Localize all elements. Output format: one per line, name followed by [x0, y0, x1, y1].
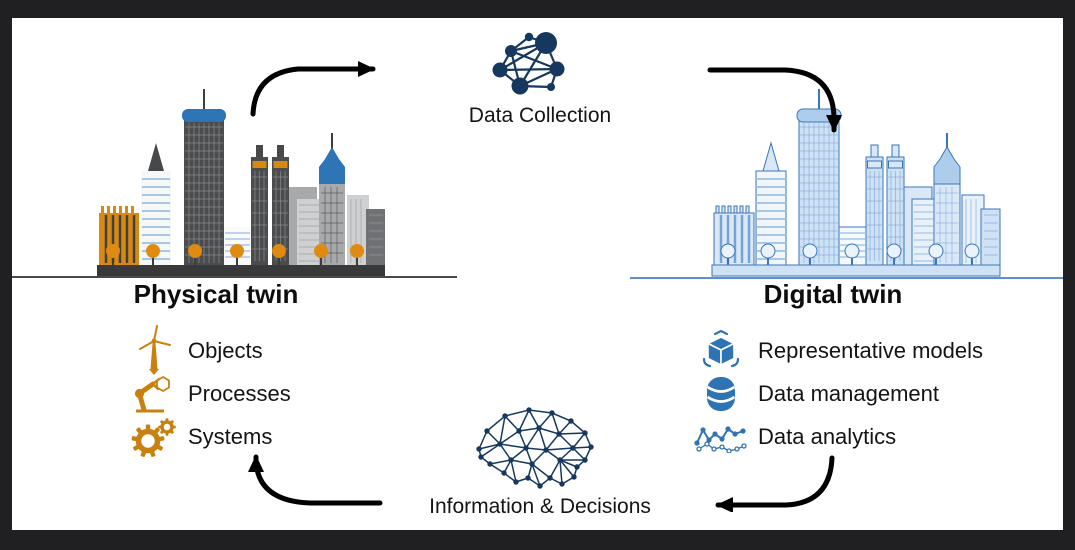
digital-twin-title: Digital twin [763, 279, 903, 309]
gears-icon [128, 416, 180, 458]
list-item-label: Data analytics [758, 424, 897, 449]
line-chart-nodes-icon [692, 421, 750, 453]
arrow-data-collection-to-digital [707, 67, 842, 133]
list-item: Objects [128, 324, 263, 378]
diagram-canvas: Data Collection Physical twin Digital tw… [12, 18, 1063, 530]
list-item-label: Data management [758, 381, 939, 406]
list-item: Systems [128, 413, 272, 461]
brain-network-icon [476, 407, 594, 489]
database-icon [692, 373, 750, 415]
network-graph-icon [492, 32, 565, 95]
information-decisions-label: Information & Decisions [429, 495, 651, 518]
list-item-label: Processes [188, 381, 291, 406]
robot-arm-icon [128, 373, 180, 415]
physical-ground-line [12, 276, 457, 278]
digital-ground-line [630, 277, 1063, 279]
list-item: Processes [128, 370, 291, 418]
list-item-label: Representative models [758, 338, 984, 363]
wind-turbine-icon [128, 324, 180, 378]
data-collection-label: Data Collection [468, 104, 612, 127]
list-item: Representative models [692, 327, 983, 375]
arrow-decisions-to-physical [248, 454, 383, 506]
physical-twin-title: Physical twin [133, 279, 299, 309]
list-item: Data analytics [692, 413, 896, 461]
arrow-physical-to-data-collection [250, 61, 376, 117]
list-item-label: Systems [188, 424, 273, 449]
list-item-label: Objects [188, 338, 263, 363]
arrow-digital-to-decisions [715, 455, 835, 512]
cube-3d-icon [692, 330, 750, 372]
list-item: Data management [692, 370, 939, 418]
